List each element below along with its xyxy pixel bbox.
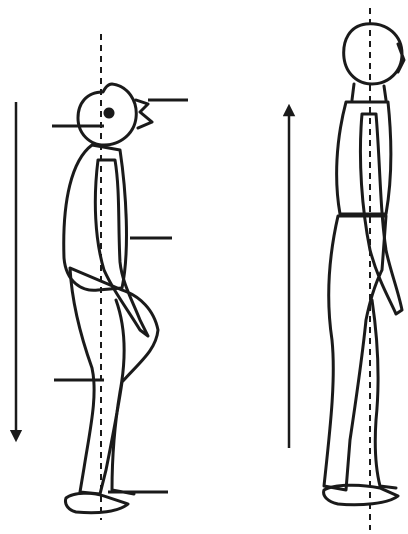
slouched-face — [136, 100, 152, 128]
slouched-arm — [95, 160, 148, 336]
upright-leg-front — [372, 300, 396, 488]
slouched-figure — [64, 84, 158, 513]
slouched-ear — [105, 109, 113, 117]
slouched-leg-back — [112, 300, 134, 494]
slouched-feet — [65, 493, 128, 513]
upright-head — [344, 24, 402, 84]
upright-figure — [324, 24, 404, 505]
